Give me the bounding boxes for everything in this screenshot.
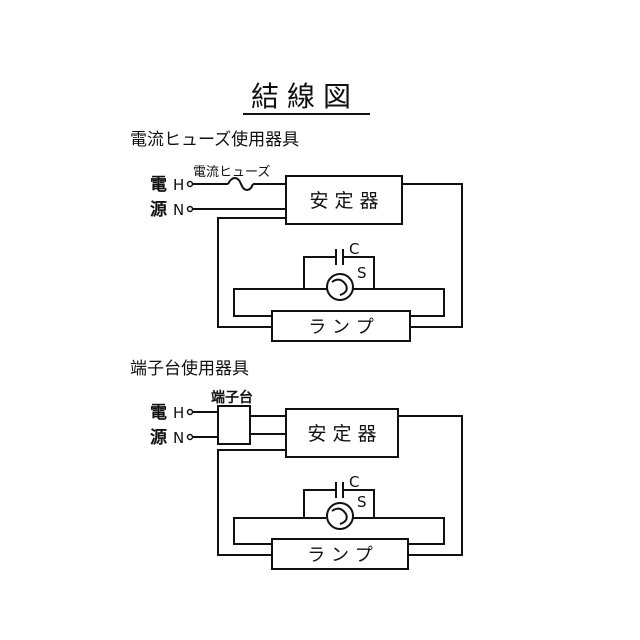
terminal-section-heading: 端子台使用器具: [130, 358, 249, 379]
ballast-to-lamp-right: [402, 183, 463, 328]
lamp-box: [271, 310, 411, 342]
terminal-n-node: [186, 433, 194, 441]
terminal-block-label: 端子台: [211, 389, 253, 406]
starter-loop-right: [352, 288, 445, 317]
starter-label: S: [357, 493, 367, 511]
diagram-title: 結線図: [251, 80, 359, 113]
capacitor-wire-left: [303, 256, 336, 289]
starter-symbol: [326, 502, 354, 530]
terminal-h-node: [186, 408, 194, 416]
terminal-n-node: [186, 205, 194, 213]
lamp-box: [271, 538, 409, 570]
terminal-h-label: H: [173, 176, 184, 194]
ballast-to-lamp-left: [217, 217, 286, 328]
lamp-label: ラ ン プ: [308, 317, 373, 338]
terminal-block-box: [217, 405, 251, 445]
capacitor-wire-left: [303, 489, 336, 518]
ballast-to-lamp-right: [398, 415, 463, 556]
terminal-n-label: N: [173, 429, 184, 447]
starter-loop-left: [233, 517, 326, 545]
capacitor-wire-right: [343, 489, 375, 518]
power-label-1: 電: [150, 403, 167, 423]
fuse-section-heading: 電流ヒューズ使用器具: [130, 129, 299, 150]
ballast-label: 安 定 器: [307, 423, 376, 445]
ballast-to-lamp-left: [217, 449, 286, 556]
capacitor-label: C: [349, 240, 359, 258]
lamp-label: ラ ン プ: [307, 545, 372, 566]
power-label-1: 電: [150, 175, 167, 195]
terminal-n-label: N: [173, 201, 184, 219]
ballast-label: 安 定 器: [309, 190, 378, 212]
capacitor-label: C: [349, 473, 359, 491]
capacitor-wire-right: [343, 256, 375, 289]
power-label-2: 源: [150, 199, 167, 220]
terminal-h-label: H: [173, 404, 184, 422]
fuse-wiring-section: 電流ヒューズ使用器具 電 源 H N 電流ヒューズ 安 定 器 ラ ン プ C: [130, 129, 463, 342]
starter-contact: [331, 278, 348, 296]
starter-contact: [331, 507, 348, 525]
terminal-h-node: [186, 180, 194, 188]
ballast-box: [285, 175, 403, 225]
starter-symbol: [326, 273, 354, 301]
fuse-symbol: [227, 177, 254, 191]
starter-loop-right: [352, 517, 445, 545]
power-label-2: 源: [150, 427, 167, 448]
starter-loop-left: [233, 288, 328, 317]
ballast-box: [285, 408, 399, 458]
starter-label: S: [357, 264, 367, 282]
terminal-block-wiring-section: 端子台使用器具 電 源 H N 端子台 安 定 器 ラ ン プ C: [130, 358, 463, 570]
fuse-label: 電流ヒューズ: [193, 164, 270, 180]
